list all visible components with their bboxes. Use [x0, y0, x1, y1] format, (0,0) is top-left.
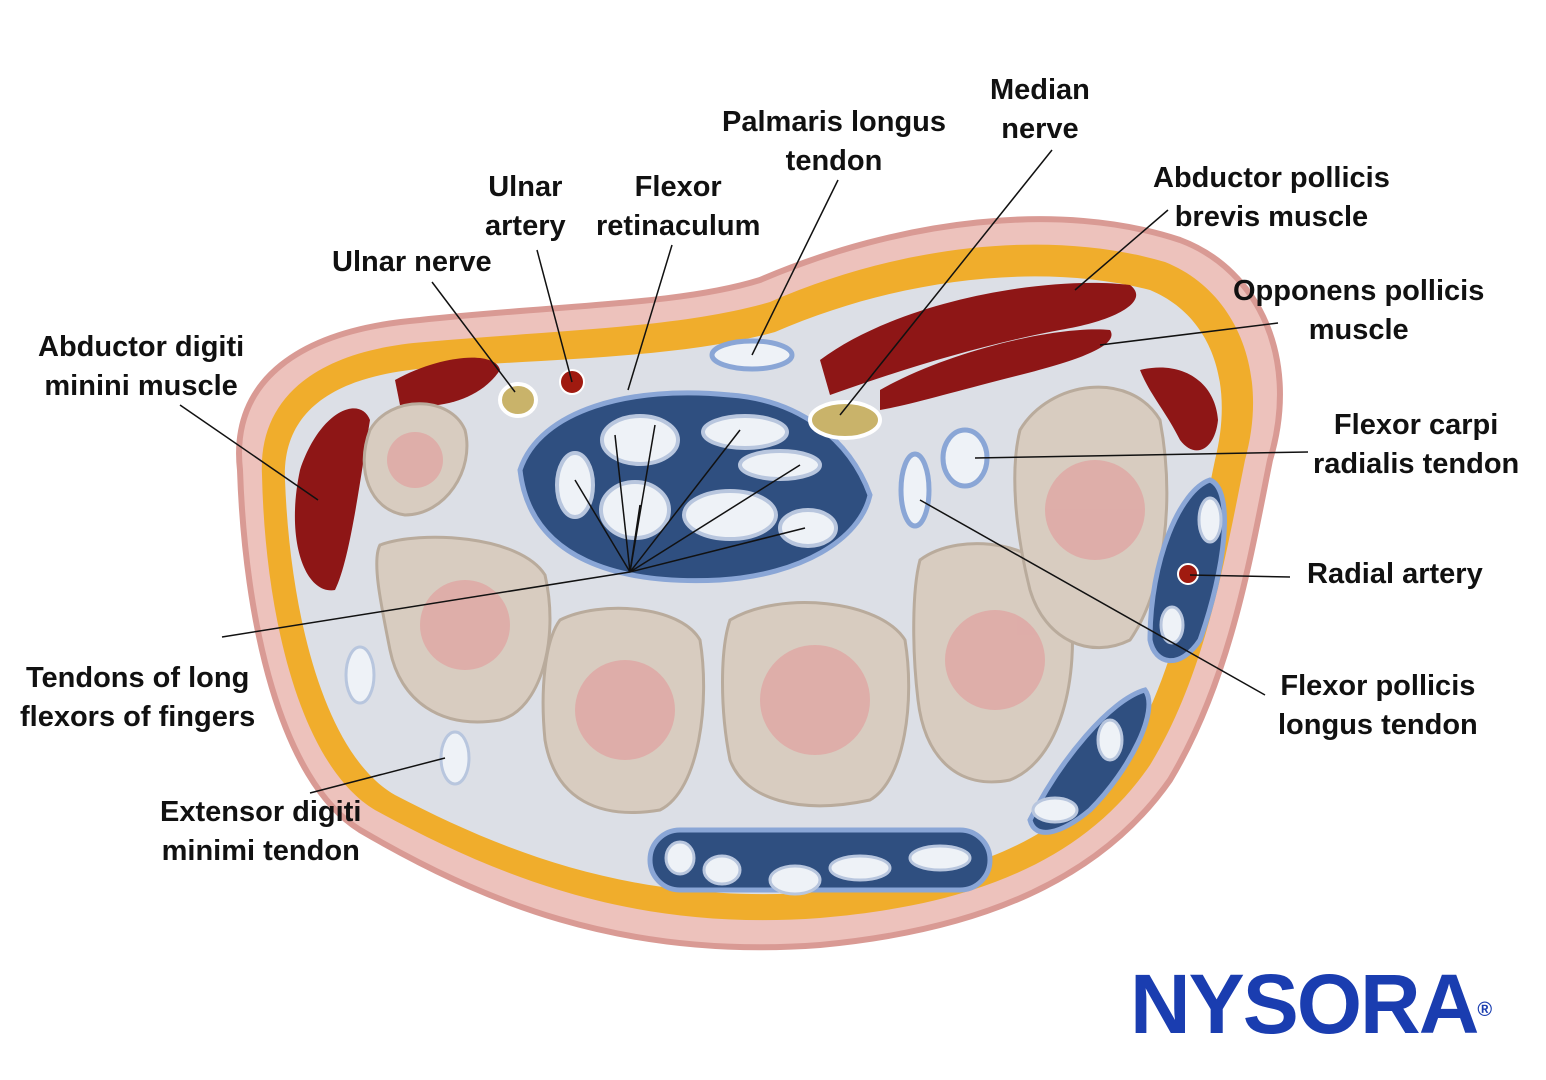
muscles — [294, 282, 1218, 591]
abductor-digiti-minimi-muscle — [294, 408, 370, 591]
median-nerve — [808, 400, 882, 440]
opponens-pollicis-muscle — [880, 329, 1112, 410]
label-ulnar-nerve: Ulnar nerve — [332, 246, 492, 278]
radial-artery — [1177, 563, 1199, 585]
leader-lines — [179, 149, 1309, 794]
ulnar-nerve — [498, 382, 538, 418]
bone-marrow-texture — [387, 432, 1145, 760]
flexor-tendons — [555, 414, 838, 548]
abductor-pollicis-brevis-muscle — [820, 282, 1137, 395]
label-radial-artery: Radial artery — [1307, 558, 1483, 590]
nysora-logo: NYSORA® — [1130, 957, 1493, 1051]
flexor-pollicis-longus-tendon — [898, 451, 932, 529]
